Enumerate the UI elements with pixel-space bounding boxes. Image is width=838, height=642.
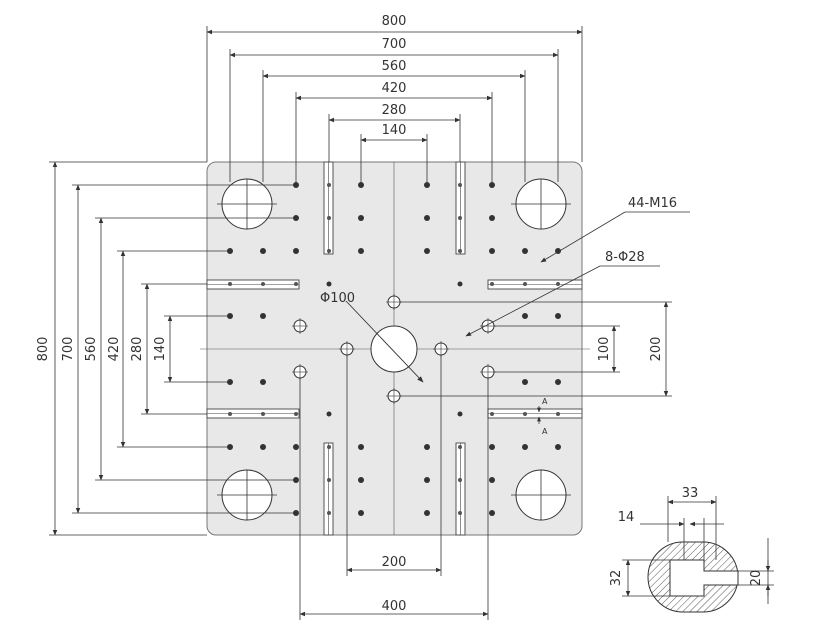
dim-height-420: 420 bbox=[107, 337, 122, 362]
t-slot-center-lines bbox=[207, 162, 582, 535]
dim-tslot-slot-depth: 20 bbox=[749, 570, 764, 587]
dim-width-560: 560 bbox=[382, 59, 407, 74]
dim-width-420: 420 bbox=[382, 81, 407, 96]
left-dimension-lines bbox=[49, 161, 296, 536]
dim-right-100: 100 bbox=[597, 337, 612, 362]
callout-through-holes: 8-Φ28 bbox=[605, 250, 645, 265]
dim-right-200: 200 bbox=[649, 337, 664, 362]
section-marker-label-top: A bbox=[542, 397, 548, 406]
dim-tslot-top-width: 33 bbox=[682, 486, 699, 501]
dim-bottom-200: 200 bbox=[382, 555, 407, 570]
tapped-holes bbox=[227, 182, 561, 516]
dim-tslot-neck-width: 14 bbox=[618, 510, 635, 525]
callout-tapped-holes: 44-M16 bbox=[628, 196, 677, 211]
center-bore-leader bbox=[345, 300, 424, 383]
callout-center-bore: Φ100 bbox=[320, 291, 355, 306]
section-marker-label-bottom: A bbox=[542, 427, 548, 436]
dim-width-800: 800 bbox=[382, 14, 407, 29]
dim-height-700: 700 bbox=[61, 337, 76, 362]
callout-leaders bbox=[465, 211, 690, 337]
tie-bar-crosshairs bbox=[217, 179, 571, 520]
right-dimension-lines bbox=[400, 301, 672, 397]
top-dimension-lines bbox=[206, 26, 583, 182]
dim-height-800: 800 bbox=[36, 337, 51, 362]
dim-width-700: 700 bbox=[382, 37, 407, 52]
dim-width-140: 140 bbox=[382, 123, 407, 138]
bottom-dimension-lines bbox=[299, 355, 489, 620]
dim-tslot-depth: 32 bbox=[609, 570, 624, 587]
dim-height-140: 140 bbox=[153, 337, 168, 362]
dim-width-280: 280 bbox=[382, 103, 407, 118]
dim-height-560: 560 bbox=[84, 337, 99, 362]
slot-holes bbox=[228, 183, 560, 515]
dim-height-280: 280 bbox=[130, 337, 145, 362]
t-slot-dimension-lines bbox=[622, 496, 774, 604]
t-slot-section-detail bbox=[647, 541, 739, 613]
dim-bottom-400: 400 bbox=[382, 599, 407, 614]
center-bore bbox=[370, 325, 418, 373]
through-hole-crosshairs bbox=[292, 294, 496, 404]
